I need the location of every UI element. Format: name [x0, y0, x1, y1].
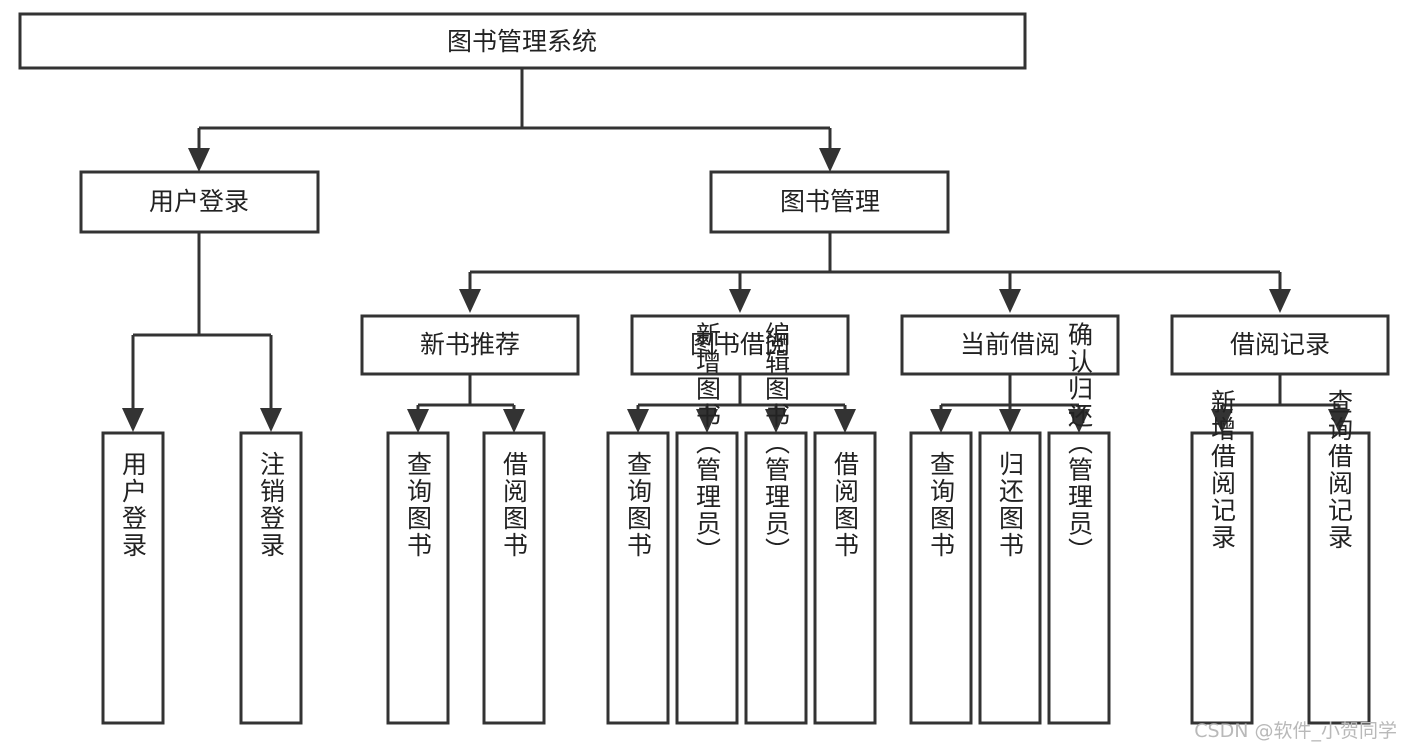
- node-leaf-query-book-1-box[interactable]: [386, 431, 450, 725]
- node-book-borrow[interactable]: 图书借阅: [630, 314, 850, 376]
- node-leaf-user-logout[interactable]: 注销登录: [239, 431, 303, 725]
- arrow-to-current-borrow: [999, 289, 1021, 313]
- node-leaf-edit-book-box[interactable]: [744, 431, 808, 725]
- node-leaf-query-book-3-label: 查询图书: [927, 451, 956, 559]
- node-leaf-query-book-2-label: 查询图书: [624, 451, 653, 559]
- arrow-to-leaf-confirm-return: [1068, 409, 1090, 433]
- node-book-manage-box[interactable]: [709, 170, 950, 234]
- node-leaf-query-record[interactable]: 查询借阅记录: [1307, 389, 1371, 725]
- node-leaf-add-book[interactable]: 新增图书（管理员）: [675, 322, 739, 725]
- arrow-to-leaf-borrow-book-1: [503, 409, 525, 433]
- arrow-to-leaf-add-record: [1211, 409, 1233, 433]
- node-leaf-return-book[interactable]: 归还图书: [978, 431, 1042, 725]
- node-leaf-confirm-return[interactable]: 确认归还（管理员）: [1047, 322, 1111, 725]
- node-user-login[interactable]: 用户登录: [79, 170, 320, 234]
- arrow-to-leaf-query-book-3: [930, 409, 952, 433]
- arrow-to-user-login: [188, 148, 210, 172]
- node-book-borrow-box[interactable]: [630, 314, 850, 376]
- node-current-borrow[interactable]: 当前借阅: [900, 314, 1120, 376]
- node-leaf-query-book-3-box[interactable]: [909, 431, 973, 725]
- node-current-borrow-box[interactable]: [900, 314, 1120, 376]
- node-leaf-query-book-2-box[interactable]: [606, 431, 670, 725]
- node-leaf-user-login-box[interactable]: [101, 431, 165, 725]
- arrow-to-leaf-add-book: [696, 409, 718, 433]
- arrow-to-leaf-borrow-book-2: [834, 409, 856, 433]
- node-leaf-query-book-1[interactable]: 查询图书: [386, 431, 450, 725]
- node-leaf-confirm-return-box[interactable]: [1047, 431, 1111, 725]
- node-leaf-edit-book-label: 编辑图书（管理员）: [762, 322, 791, 565]
- node-leaf-user-logout-label: 注销登录: [257, 451, 286, 559]
- node-book-borrow-label: 图书借阅: [690, 330, 790, 359]
- arrow-to-new-book-recommend: [459, 289, 481, 313]
- node-leaf-borrow-book-2-label: 借阅图书: [831, 451, 860, 559]
- node-leaf-return-book-box[interactable]: [978, 431, 1042, 725]
- node-leaf-confirm-return-label: 确认归还（管理员）: [1065, 322, 1094, 565]
- arrow-to-leaf-query-record: [1328, 409, 1350, 433]
- node-leaf-add-book-label: 新增图书（管理员）: [693, 322, 722, 565]
- node-leaf-user-login[interactable]: 用户登录: [101, 431, 165, 725]
- node-borrow-record-label: 借阅记录: [1230, 330, 1330, 359]
- arrow-to-leaf-query-book-1: [407, 409, 429, 433]
- node-leaf-add-record-label: 新增借阅记录: [1208, 389, 1237, 551]
- node-new-book-recommend-box[interactable]: [360, 314, 580, 376]
- node-new-book-recommend-label: 新书推荐: [420, 330, 520, 359]
- node-leaf-add-book-box[interactable]: [675, 431, 739, 725]
- node-leaf-query-book-1-label: 查询图书: [404, 451, 433, 559]
- node-root-label: 图书管理系统: [447, 27, 597, 56]
- node-borrow-record-box[interactable]: [1170, 314, 1390, 376]
- arrow-to-leaf-edit-book: [765, 409, 787, 433]
- node-leaf-edit-book[interactable]: 编辑图书（管理员）: [744, 322, 808, 725]
- node-leaf-add-record-box[interactable]: [1190, 431, 1254, 725]
- arrow-to-book-manage: [819, 148, 841, 172]
- node-book-manage-label: 图书管理: [780, 187, 880, 216]
- node-root-box[interactable]: [18, 12, 1027, 70]
- node-leaf-query-record-label: 查询借阅记录: [1325, 389, 1354, 551]
- arrow-to-leaf-user-logout: [260, 408, 282, 432]
- arrow-to-leaf-return-book: [999, 409, 1021, 433]
- node-leaf-borrow-book-1[interactable]: 借阅图书: [482, 431, 546, 725]
- arrow-to-book-borrow: [729, 289, 751, 313]
- node-leaf-query-book-2[interactable]: 查询图书: [606, 431, 670, 725]
- node-book-manage[interactable]: 图书管理: [709, 170, 950, 234]
- arrow-to-borrow-record: [1269, 289, 1291, 313]
- node-root[interactable]: 图书管理系统: [18, 12, 1027, 70]
- connector-layer: [122, 68, 1350, 433]
- node-leaf-borrow-book-2[interactable]: 借阅图书: [813, 431, 877, 725]
- node-new-book-recommend[interactable]: 新书推荐: [360, 314, 580, 376]
- arrow-to-leaf-query-book-2: [627, 409, 649, 433]
- node-leaf-add-record[interactable]: 新增借阅记录: [1190, 389, 1254, 725]
- node-current-borrow-label: 当前借阅: [960, 330, 1060, 359]
- node-leaf-user-login-label: 用户登录: [119, 451, 148, 559]
- node-leaf-query-record-box[interactable]: [1307, 431, 1371, 725]
- node-leaf-return-book-label: 归还图书: [996, 451, 1025, 559]
- node-borrow-record[interactable]: 借阅记录: [1170, 314, 1390, 376]
- node-user-login-label: 用户登录: [149, 187, 249, 216]
- node-leaf-user-logout-box[interactable]: [239, 431, 303, 725]
- node-leaf-borrow-book-2-box[interactable]: [813, 431, 877, 725]
- node-leaf-query-book-3[interactable]: 查询图书: [909, 431, 973, 725]
- node-user-login-box[interactable]: [79, 170, 320, 234]
- node-leaf-borrow-book-1-label: 借阅图书: [500, 451, 529, 559]
- arrow-to-leaf-user-login: [122, 408, 144, 432]
- node-leaf-borrow-book-1-box[interactable]: [482, 431, 546, 725]
